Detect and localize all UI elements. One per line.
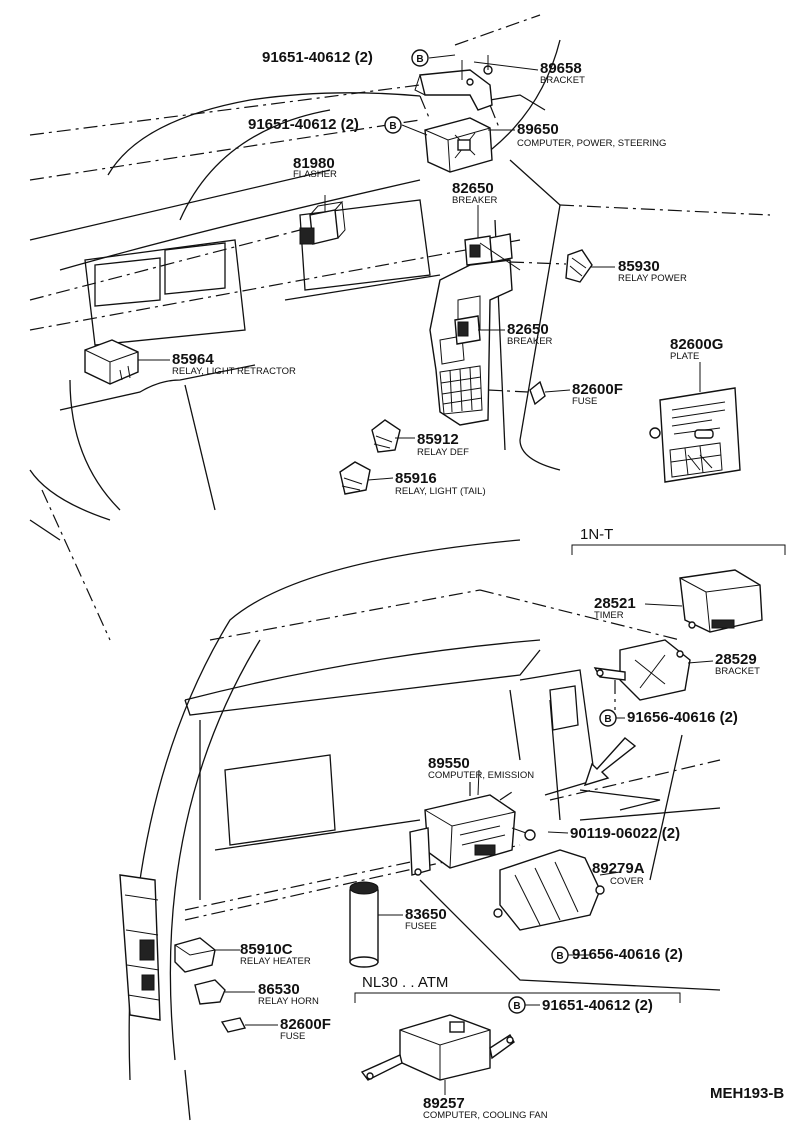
relay-horn-86530-drawing xyxy=(194,979,226,1005)
part-description: FUSEE xyxy=(405,921,437,932)
part-description: TIMER xyxy=(594,610,624,621)
part-description: COMPUTER, EMISSION xyxy=(428,770,534,781)
part-number: 28521 xyxy=(594,595,636,612)
part-number: 91651-40612 (2) xyxy=(262,49,373,66)
part-description: COVER xyxy=(610,876,644,887)
part-number: 82600F xyxy=(572,381,623,398)
svg-text:B: B xyxy=(416,54,423,65)
part-description: BRACKET xyxy=(540,75,585,86)
svg-text:B: B xyxy=(556,951,563,962)
part-number: 82600F xyxy=(280,1016,331,1033)
footer-code: MEH193-B xyxy=(710,1085,784,1102)
bolt-marker: B xyxy=(551,946,569,964)
bolt-marker: B xyxy=(599,709,617,727)
computer-emission-89550-drawing xyxy=(409,782,516,876)
part-description: BREAKER xyxy=(452,195,498,206)
part-description: RELAY DEF xyxy=(417,447,469,458)
part-description: FUSE xyxy=(572,396,597,407)
bolt-marker: B xyxy=(384,116,402,134)
bolt-markers: B B B B B xyxy=(384,49,617,1014)
relay-power-85930-drawing xyxy=(509,249,593,283)
part-description: RELAY HEATER xyxy=(240,956,311,967)
part-number: 82650 xyxy=(452,180,494,197)
leader-lines xyxy=(138,54,714,1095)
fusee-83650-drawing xyxy=(349,881,379,968)
part-description: RELAY, LIGHT RETRACTOR xyxy=(172,366,296,377)
computer-89650-drawing xyxy=(424,117,493,173)
relay-heater-85910c-drawing xyxy=(174,937,216,973)
svg-text:B: B xyxy=(389,121,396,132)
part-number: 91656-40616 (2) xyxy=(572,946,683,963)
part-number: 89279A xyxy=(592,860,645,877)
part-number: 91656-40616 (2) xyxy=(627,709,738,726)
part-number: 85964 xyxy=(172,351,214,368)
part-description: BREAKER xyxy=(507,336,553,347)
part-number: 86530 xyxy=(258,981,300,998)
part-number: 90119-06022 (2) xyxy=(570,825,680,842)
section-label: NL30 . . ATM xyxy=(362,974,448,991)
direction-arrow xyxy=(583,737,637,787)
callout-labels: 91651-40612 (2) 89658 BRACKET 91651-4061… xyxy=(172,49,784,1121)
section-brackets xyxy=(354,544,786,1003)
bolt-marker: B xyxy=(411,49,429,67)
bracket-28529-drawing xyxy=(593,639,691,710)
relay-retractor-85964-drawing xyxy=(84,339,139,385)
part-description: PLATE xyxy=(670,351,699,362)
part-description: FUSE xyxy=(280,1031,305,1042)
bolt-marker: B xyxy=(508,996,526,1014)
part-number: 89257 xyxy=(423,1095,465,1112)
part-number: 91651-40612 (2) xyxy=(248,116,359,133)
part-description: COMPUTER, POWER, STEERING xyxy=(517,138,666,149)
section-label: 1N-T xyxy=(580,526,613,543)
part-number: 89650 xyxy=(517,121,559,138)
part-number: 85916 xyxy=(395,470,437,487)
part-description: BRACKET xyxy=(715,666,760,677)
part-number: 82650 xyxy=(507,321,549,338)
relay-def-85912-drawing xyxy=(371,419,401,453)
part-description: FLASHER xyxy=(293,169,337,180)
timer-28521-drawing xyxy=(679,569,763,633)
upper-dashboard-outline xyxy=(29,14,771,641)
fuse-grid xyxy=(439,365,483,415)
fuse-82600f-lower-drawing xyxy=(220,1017,247,1033)
part-description: RELAY POWER xyxy=(618,273,687,284)
part-description: COMPUTER, COOLING FAN xyxy=(423,1110,548,1121)
part-description: RELAY HORN xyxy=(258,996,319,1007)
relay-tail-85916-drawing xyxy=(339,461,371,495)
part-number: 81980 xyxy=(293,155,335,172)
svg-text:B: B xyxy=(604,714,611,725)
part-number: 89658 xyxy=(540,60,582,77)
fuse-82600f-upper-drawing xyxy=(487,380,546,406)
part-number: 91651-40612 (2) xyxy=(542,997,653,1014)
part-number: 85910C xyxy=(240,941,293,958)
svg-text:B: B xyxy=(513,1001,520,1012)
computer-cooling-fan-89257-drawing xyxy=(360,1014,515,1081)
junction-block-drawing xyxy=(429,233,521,426)
plate-82600g-drawing xyxy=(649,387,741,483)
part-number: 85930 xyxy=(618,258,660,275)
bracket-89658-drawing xyxy=(414,55,501,131)
part-number: 89550 xyxy=(428,755,470,772)
part-description: RELAY, LIGHT (TAIL) xyxy=(395,486,486,497)
screw-90119-drawing xyxy=(511,827,536,841)
flasher-81980-drawing xyxy=(299,201,346,245)
part-number: 82600G xyxy=(670,336,723,353)
side-junction-block-drawing xyxy=(119,874,161,1021)
part-number: 28529 xyxy=(715,651,757,668)
part-number: 83650 xyxy=(405,906,447,923)
part-number: 85912 xyxy=(417,431,459,448)
cover-89279a-drawing xyxy=(493,849,605,931)
